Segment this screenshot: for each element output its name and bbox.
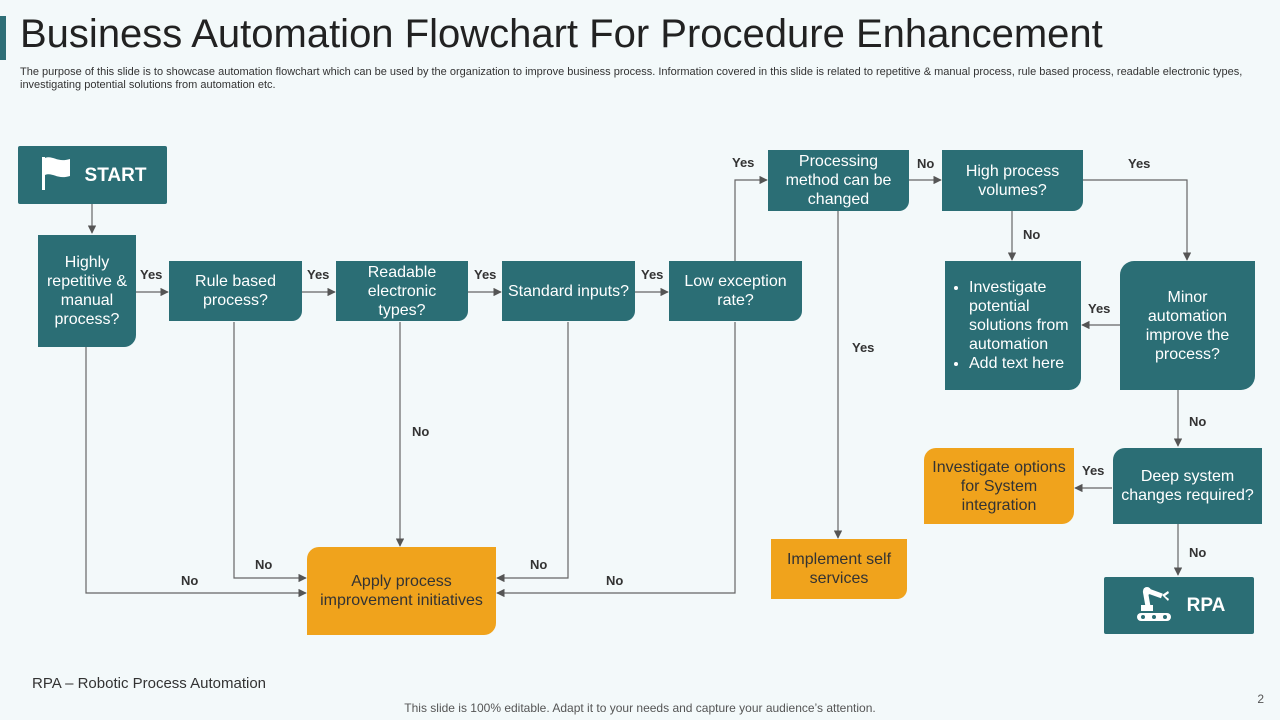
rpa-label: RPA (1186, 595, 1226, 616)
node-high-volumes: High process volumes? (942, 150, 1083, 211)
node-highly-repetitive-label: Highly repetitive & manual process? (46, 254, 128, 328)
edge-label-yes: Yes (307, 267, 330, 282)
node-apply-process-label: Apply process improvement initiatives (320, 573, 483, 609)
node-processing-method: Processing method can be changed (768, 150, 909, 211)
edge-low-method (734, 175, 768, 261)
node-minor-automation: Minor automation improve the process? (1120, 261, 1255, 390)
node-low-exception: Low exception rate? (669, 261, 802, 321)
node-low-exception-label: Low exception rate? (684, 273, 787, 309)
node-investigate-options: Investigate options for System integrati… (924, 448, 1074, 524)
edge-label-yes: Yes (1088, 301, 1111, 316)
node-rule-based: Rule based process? (169, 261, 302, 321)
edge-label-yes: Yes (732, 155, 755, 170)
page-title: Business Automation Flowchart For Proced… (20, 12, 1103, 56)
node-standard-inputs: Standard inputs? (502, 261, 635, 321)
node-highly-repetitive: Highly repetitive & manual process? (38, 235, 136, 347)
node-investigate-options-label: Investigate options for System integrati… (932, 458, 1066, 514)
node-implement-self-services: Implement self services (771, 539, 907, 599)
node-investigate-solutions: Investigate potential solutions from aut… (945, 261, 1081, 390)
edge-label-no: No (917, 156, 935, 171)
node-readable-electronic-label: Readable electronic types? (367, 263, 437, 319)
robot-arm-icon (1133, 583, 1175, 628)
edge-label-no: No (530, 557, 548, 572)
start-node: START (18, 146, 167, 204)
edge-standard-apply (496, 322, 569, 583)
edge-label-yes: Yes (1128, 156, 1151, 171)
edge-label-yes: Yes (140, 267, 163, 282)
node-processing-method-label: Processing method can be changed (785, 153, 892, 208)
investigate-bullet: Add text here (969, 354, 1075, 373)
page-number: 2 (1257, 692, 1264, 706)
edge-label-yes: Yes (852, 340, 875, 355)
edge-low-apply (496, 322, 736, 598)
edge-label-no: No (1189, 545, 1207, 560)
edge-repetitive-apply (85, 347, 307, 598)
flag-icon (39, 155, 73, 196)
rpa-node: RPA (1104, 577, 1254, 634)
investigate-bullet-list: Investigate potential solutions from aut… (951, 278, 1075, 373)
edge-label-no: No (606, 573, 624, 588)
node-implement-self-services-label: Implement self services (786, 551, 892, 587)
node-readable-electronic: Readable electronic types? (336, 261, 468, 321)
edge-volumes-minor (1083, 179, 1192, 261)
edge-rule-apply (233, 322, 307, 583)
edge-label-no: No (181, 573, 199, 588)
edge-label-yes: Yes (1082, 463, 1105, 478)
node-deep-system: Deep system changes required? (1113, 448, 1262, 524)
edge-label-no: No (412, 424, 430, 439)
edge-label-no: No (255, 557, 273, 572)
editable-note: This slide is 100% editable. Adapt it to… (404, 701, 876, 715)
node-apply-process: Apply process improvement initiatives (307, 547, 496, 635)
edge-label-no: No (1189, 414, 1207, 429)
edge-label-yes: Yes (641, 267, 664, 282)
node-standard-inputs-label: Standard inputs? (508, 282, 629, 300)
rpa-footnote: RPA – Robotic Process Automation (32, 675, 267, 692)
edge-label-no: No (1023, 227, 1041, 242)
edge-label-yes: Yes (474, 267, 497, 282)
node-minor-automation-label: Minor automation improve the process? (1145, 288, 1230, 363)
title-accent-bar (0, 16, 6, 60)
start-label: START (84, 164, 147, 186)
page-subtitle: The purpose of this slide is to showcase… (20, 66, 1243, 91)
node-rule-based-label: Rule based process? (195, 273, 276, 309)
investigate-bullet: Investigate potential solutions from aut… (969, 278, 1075, 354)
node-deep-system-label: Deep system changes required? (1121, 468, 1254, 504)
node-high-volumes-label: High process volumes? (965, 162, 1060, 199)
